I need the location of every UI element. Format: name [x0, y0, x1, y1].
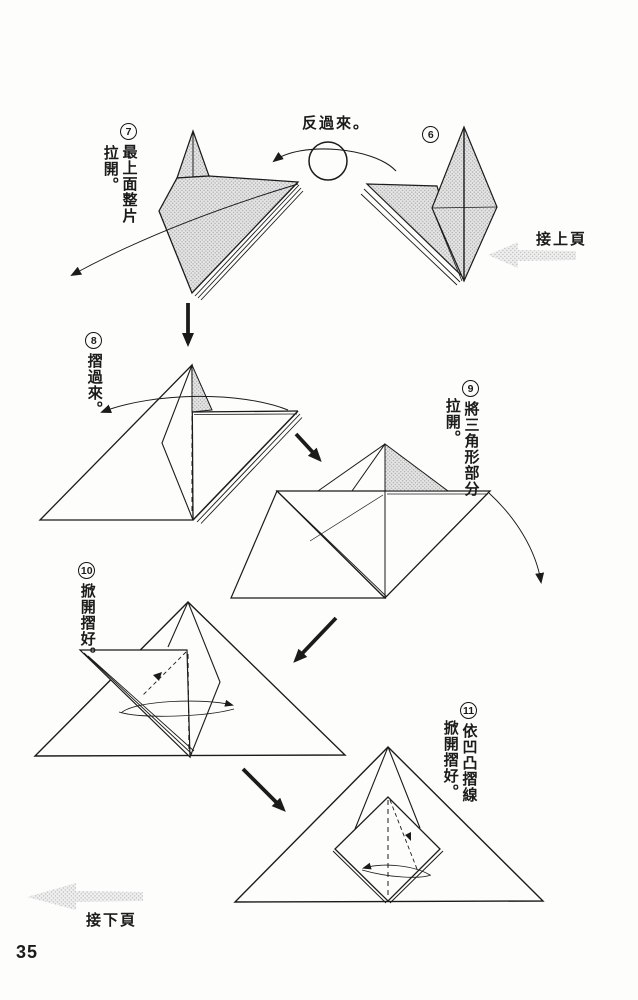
step-11-label: 11依凹凸摺線 掀開摺好。 [440, 702, 478, 803]
arrow-step8-to-step9 [294, 432, 322, 462]
arrow-step10-to-step11 [241, 767, 286, 812]
step-11-figure [233, 746, 545, 904]
turn-over-symbol [272, 141, 397, 181]
step-9-label: 9將三角形部分 拉開。 [442, 380, 480, 497]
step-9-number: 9 [462, 380, 479, 397]
step-8-figure [38, 363, 303, 524]
step-7-label: 7最上面整片 拉開。 [100, 123, 138, 224]
step-6-label: 6 [421, 126, 440, 147]
rotate-ellipse-arrow [120, 699, 234, 714]
fold-line-dashed [187, 653, 190, 754]
next-page-label: 接下頁 [86, 912, 138, 929]
page-number: 35 [16, 942, 39, 962]
prev-page-arrow [488, 242, 576, 268]
step-8-label: 8摺過來。 [84, 332, 103, 417]
small-fold-arrowhead [153, 672, 162, 681]
pull-down-arrow [488, 492, 545, 584]
step-10-number: 10 [78, 562, 96, 579]
step-7-number: 7 [120, 123, 137, 140]
step-7-figure [70, 129, 304, 301]
fold-line-dashed [141, 651, 187, 697]
step-8-number: 8 [85, 332, 103, 349]
rotate-ellipse-arrow [362, 862, 431, 876]
pull-open-arrow [70, 183, 299, 276]
turn-over-label: 反過來。 [302, 115, 371, 132]
arrow-step9-to-step10 [293, 616, 338, 663]
step-9-figure [230, 443, 545, 599]
prev-page-label: 接上頁 [536, 231, 588, 248]
step-6-figure [360, 125, 498, 286]
step-10-figure [33, 601, 347, 759]
step-10-label: 10掀開摺好。 [77, 562, 96, 663]
fold-over-arrow [100, 395, 289, 413]
fold-line-dashed [389, 799, 418, 870]
small-fold-arrowhead [405, 832, 411, 841]
step-11-number: 11 [460, 702, 477, 719]
step-6-number: 6 [422, 126, 440, 143]
turn-over-arrow [272, 148, 397, 172]
next-page-arrow [27, 883, 143, 910]
